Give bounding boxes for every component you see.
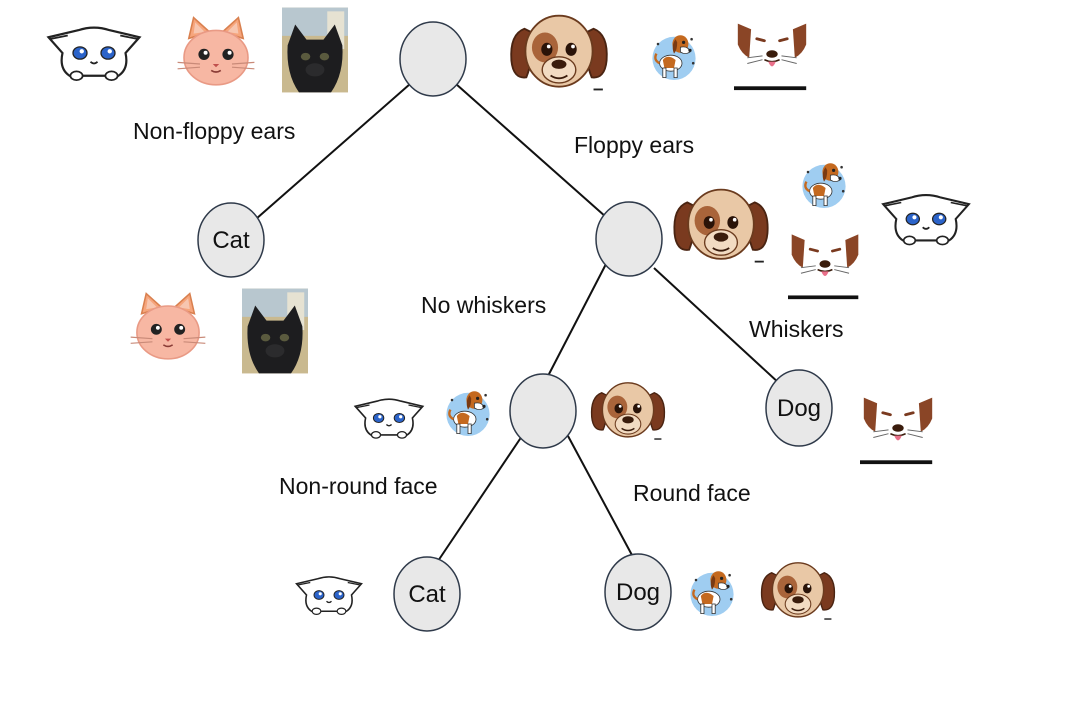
cat-bottom-leaf-node [393,556,461,632]
edge-root-to-floppy [455,83,607,218]
white-cat-icon [881,193,971,246]
black-cat-photo-icon [242,288,308,374]
pink-cat-icon [176,16,256,86]
black-cat-photo-icon [282,7,348,93]
edge-label-non-round-face: Non-round face [279,473,438,499]
beagle-icon [689,569,735,618]
edge-label-no-whiskers: No whiskers [421,292,547,318]
brown-dog-icon [510,14,608,92]
brown-dog-icon [590,382,666,441]
cat-leaf-label: Cat [212,227,250,254]
dog-bottom-leaf-label: Dog [616,579,660,606]
edge-floppy-to-nowhisk [547,263,607,377]
edge-label-whiskers: Whiskers [749,316,844,342]
dog-whiskers-leaf-node [765,369,833,447]
no-whiskers-node [509,373,577,449]
edge-floppy-to-dog [653,267,781,385]
root-node [399,21,467,97]
white-cat-icon [354,398,424,440]
pink-cat-icon [129,292,207,360]
tree-nodes [197,21,833,632]
edge-label-non-floppy-ears: Non-floppy ears [133,118,296,144]
white-cat-icon [295,575,363,616]
brown-dog-icon [673,188,769,264]
edge-root-to-cat [255,83,411,220]
white-cat-icon [47,26,141,82]
edge-nowhisk-to-dog [567,435,634,558]
dog-whiskers-leaf-label: Dog [777,395,821,422]
dog-face-icon [860,396,934,466]
floppy-ears-node [595,201,663,277]
tree-edges [255,83,781,562]
brown-dog-icon [760,562,836,621]
dog-bottom-leaf-node [604,553,672,631]
edge-nowhisk-to-cat [437,435,523,562]
beagle-icon [801,161,847,210]
cat-leaf-node [197,202,265,278]
edge-label-round-face: Round face [633,480,751,506]
dog-face-icon [734,22,808,92]
beagle-icon [444,389,492,438]
beagle-icon [651,33,697,82]
cat-bottom-leaf-label: Cat [408,581,446,608]
dog-face-icon [788,232,860,301]
edge-label-floppy-ears: Floppy ears [574,132,695,158]
